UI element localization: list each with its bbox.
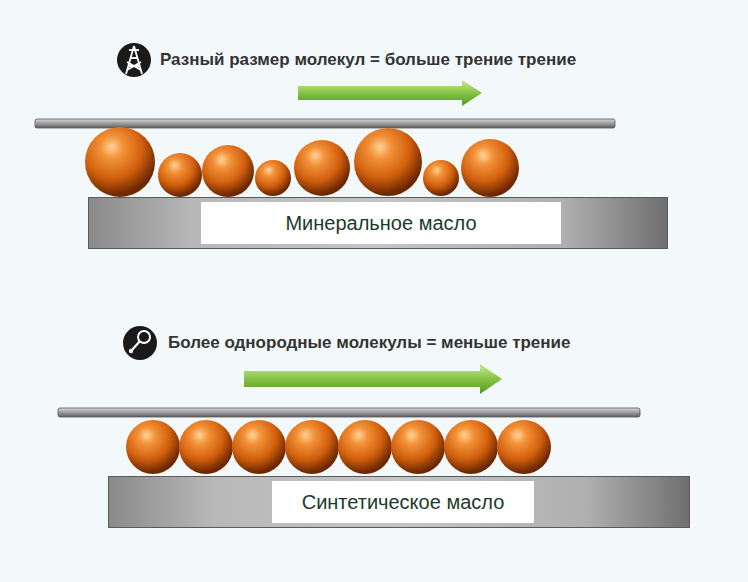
- molecule: [391, 420, 445, 474]
- motion-arrow: [298, 80, 482, 106]
- oil-label: Минеральное масло: [201, 202, 561, 244]
- molecule: [497, 420, 551, 474]
- molecule: [126, 420, 180, 474]
- upper-plate: [35, 119, 615, 128]
- molecule: [255, 160, 291, 196]
- molecule: [338, 420, 392, 474]
- heading: Более однородные молекулы = меньше трени…: [168, 333, 571, 353]
- molecule: [461, 139, 519, 197]
- molecule: [294, 140, 350, 196]
- mineral-molecules: [85, 127, 519, 197]
- oil-label: Синтетическое масло: [272, 481, 534, 523]
- motion-arrow: [244, 364, 502, 394]
- heading: Разный размер молекул = больше трение тр…: [160, 50, 576, 70]
- oil-bar: Синтетическое масло: [108, 476, 690, 528]
- molecule: [354, 128, 422, 196]
- synthetic-icon: [123, 326, 157, 360]
- molecule: [179, 420, 233, 474]
- molecule: [285, 420, 339, 474]
- molecule: [202, 145, 254, 197]
- oil-bar: Минеральное масло: [88, 197, 668, 249]
- upper-plate: [58, 408, 640, 417]
- molecule: [423, 160, 459, 196]
- molecule: [158, 153, 202, 197]
- synthetic-molecules: [126, 420, 551, 474]
- molecule: [232, 420, 286, 474]
- molecule: [444, 420, 498, 474]
- derrick-icon: [117, 43, 151, 77]
- molecule: [85, 127, 155, 197]
